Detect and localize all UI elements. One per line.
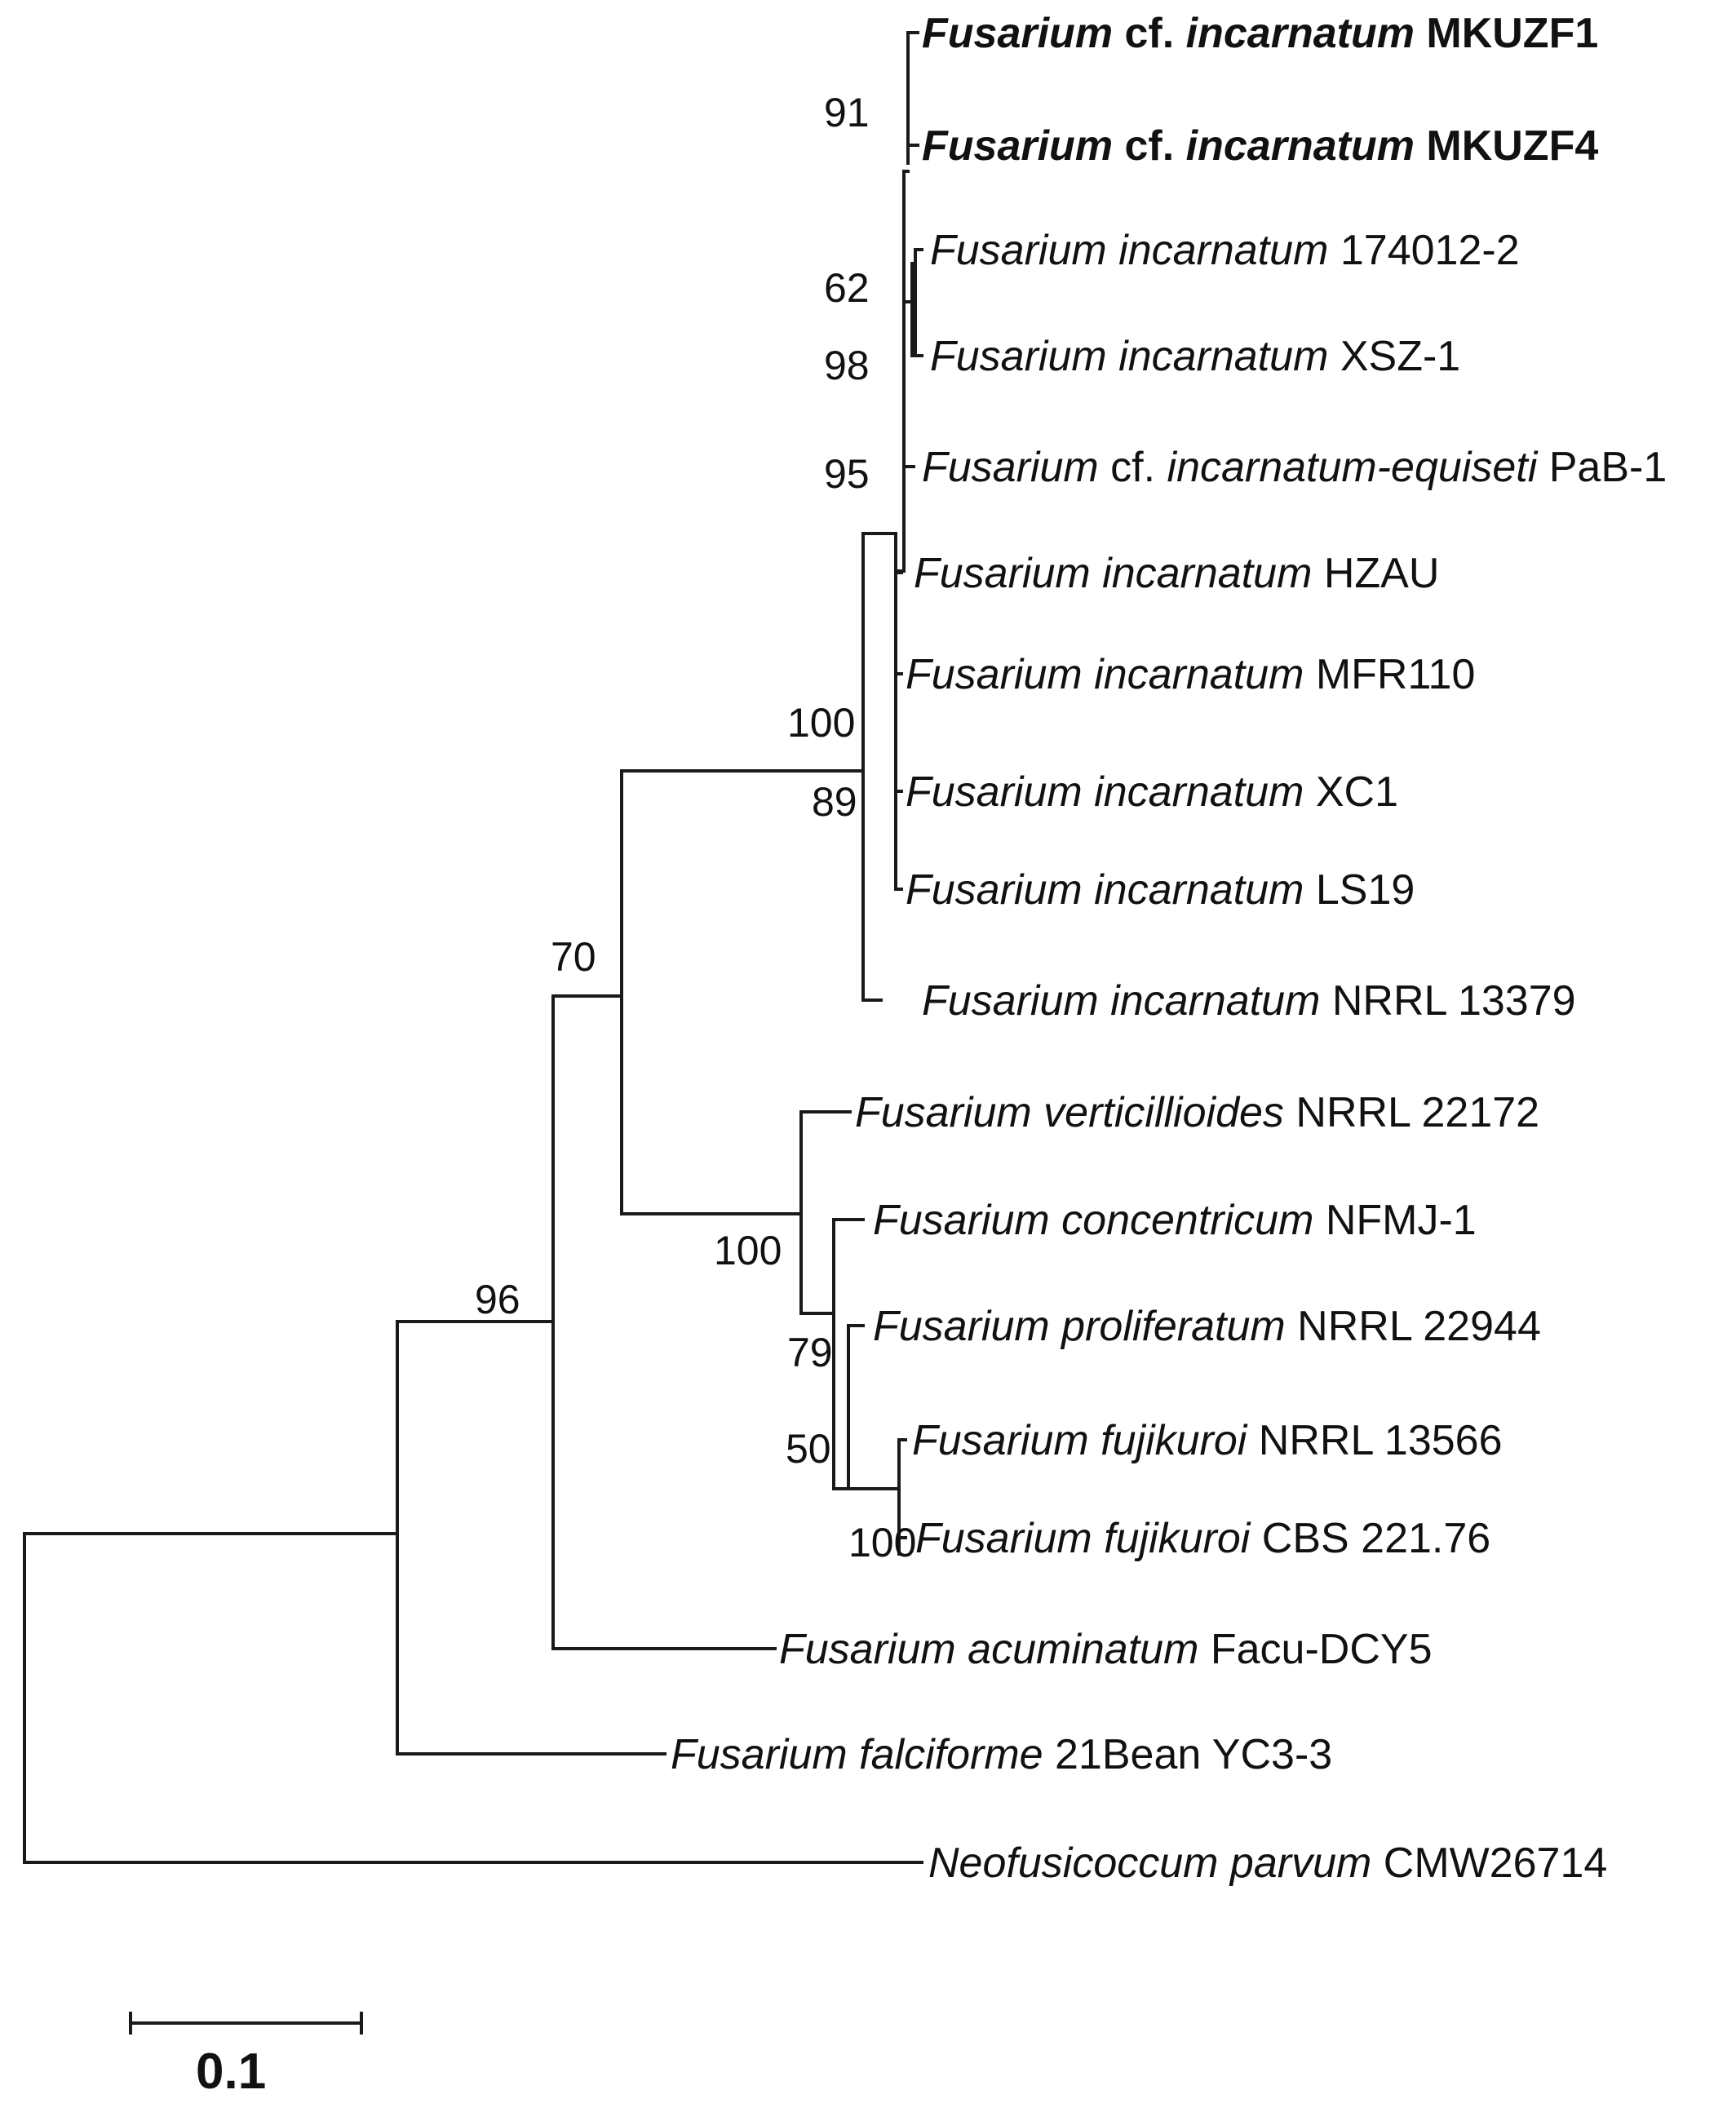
taxon-label: Fusarium concentricum NFMJ-1 — [873, 1197, 1477, 1244]
support-value: 50 — [786, 1426, 831, 1472]
support-value: 96 — [475, 1277, 520, 1322]
taxon-label: Fusarium incarnatum NRRL 13379 — [922, 977, 1576, 1025]
support-value: 89 — [812, 779, 857, 825]
support-value: 62 — [824, 265, 870, 311]
taxon-label: Fusarium incarnatum XC1 — [906, 768, 1398, 816]
support-value: 100 — [848, 1520, 916, 1565]
support-value: 95 — [824, 451, 870, 497]
support-value: 100 — [787, 700, 855, 746]
taxon-label: Neofusicoccum parvum CMW26714 — [928, 1840, 1607, 1887]
taxon-label: Fusarium verticillioides NRRL 22172 — [855, 1089, 1539, 1136]
taxon-label: Fusarium cf. incarnatum-equiseti PaB-1 — [922, 444, 1667, 491]
taxon-label: Fusarium acuminatum Facu-DCY5 — [779, 1626, 1432, 1673]
support-value: 98 — [824, 343, 870, 388]
taxon-label: Fusarium incarnatum LS19 — [906, 866, 1415, 914]
taxon-label: Fusarium fujikuroi NRRL 13566 — [912, 1417, 1503, 1464]
taxon-label: Fusarium proliferatum NRRL 22944 — [873, 1303, 1541, 1350]
taxon-label: Fusarium cf. incarnatum MKUZF4 — [922, 122, 1598, 170]
taxon-label: Fusarium incarnatum XSZ-1 — [930, 333, 1460, 380]
support-value: 100 — [714, 1228, 782, 1273]
taxon-label: Fusarium fujikuroi CBS 221.76 — [915, 1515, 1490, 1562]
scale-bar-label: 0.1 — [196, 2043, 266, 2100]
taxon-label: Fusarium incarnatum 174012-2 — [930, 227, 1520, 274]
taxon-label: Fusarium incarnatum HZAU — [914, 550, 1439, 597]
support-value: 91 — [824, 90, 870, 135]
scale-bar: 0.1 — [129, 2012, 363, 2100]
support-value: 79 — [787, 1330, 833, 1375]
tree-branches — [23, 31, 923, 1864]
taxon-label: Fusarium cf. incarnatum MKUZF1 — [922, 10, 1598, 57]
support-value: 70 — [551, 934, 596, 980]
bootstrap-support-values: 91 62 98 95 100 89 70 100 79 50 100 96 — [475, 90, 916, 1565]
taxon-label: Fusarium falciforme 21Bean YC3-3 — [671, 1731, 1332, 1778]
taxon-label: Fusarium incarnatum MFR110 — [906, 651, 1475, 698]
